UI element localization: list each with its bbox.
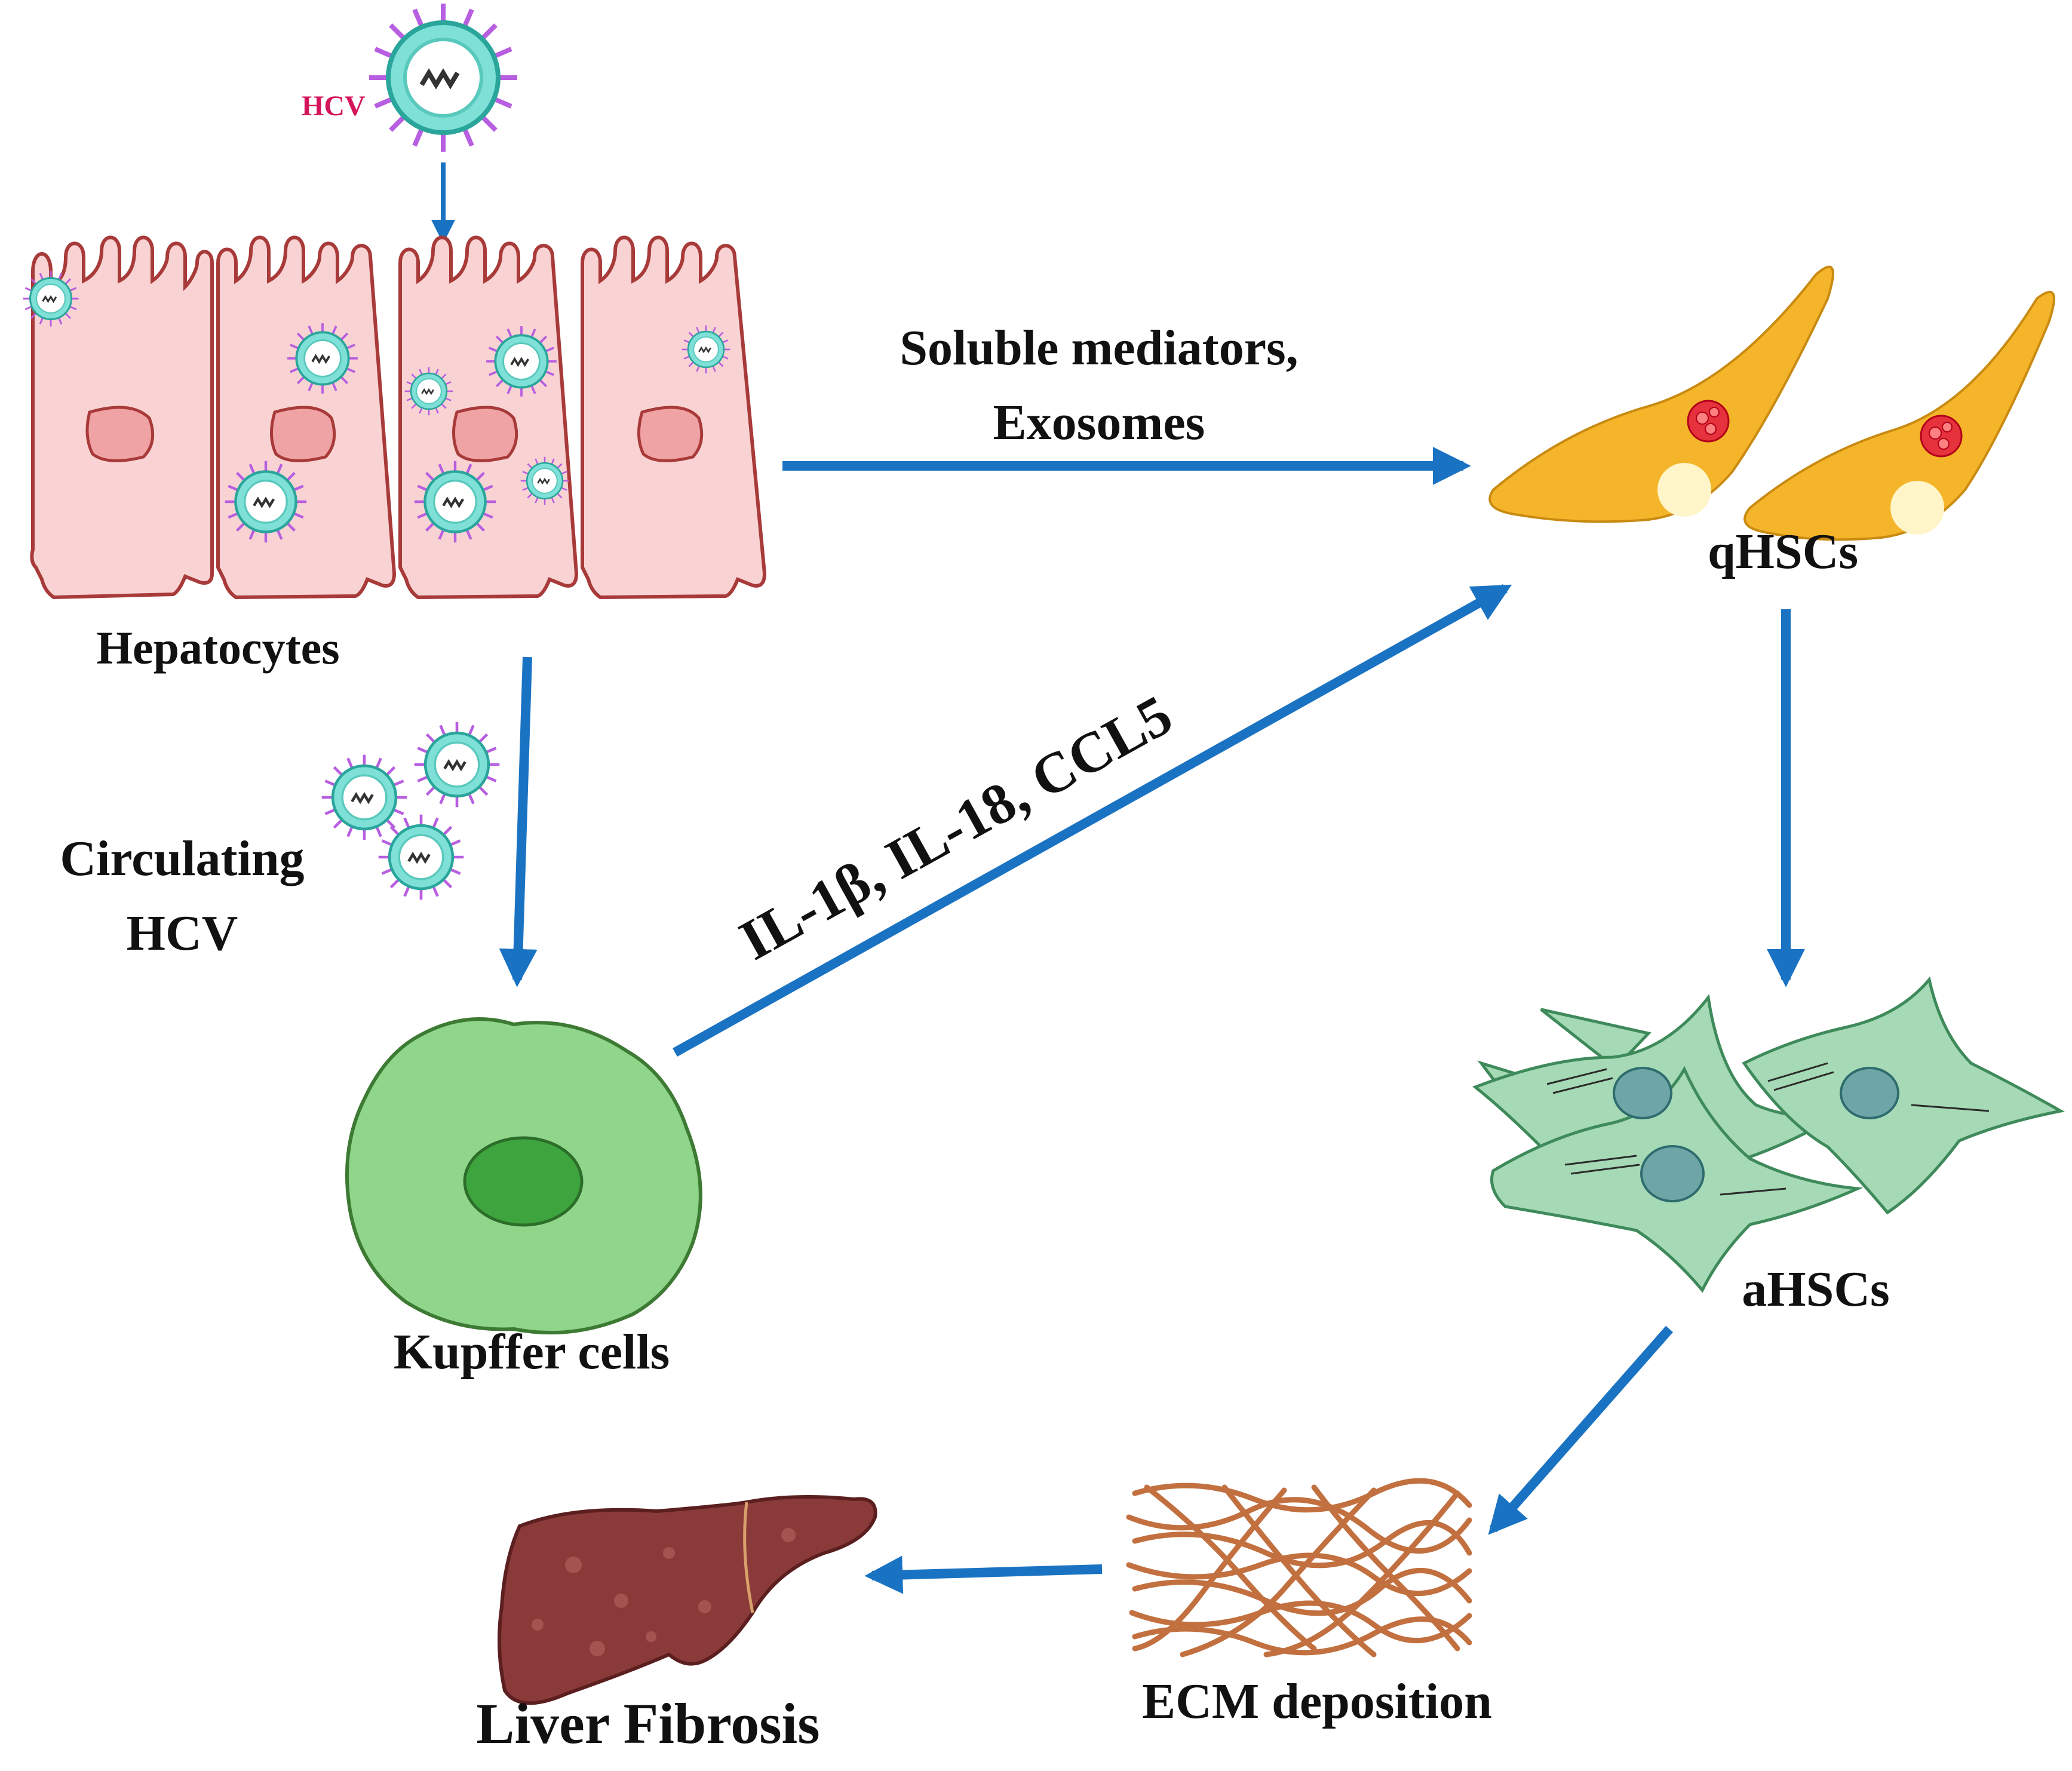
ecm-fibers-icon	[1126, 1478, 1472, 1658]
arrow-hepatocytes-to-kupffer	[499, 656, 538, 987]
kupffer-cells-label: Kupffer cells	[393, 1324, 670, 1380]
liver-fibrosis-label: Liver Fibrosis	[476, 1692, 820, 1755]
ahscs-label: aHSCs	[1742, 1262, 1890, 1317]
hcv-virion-label: HCV	[302, 90, 366, 122]
virion-icon	[379, 815, 464, 900]
hepatocyte-nucleus	[637, 406, 704, 462]
arrows	[431, 162, 1805, 1594]
hepatocyte-nucleus	[452, 406, 518, 462]
soluble-mediators-label: Soluble mediators, Exosomes	[900, 311, 1298, 460]
virion-icon	[415, 722, 500, 808]
circulating-hcv-line-1: Circulating	[60, 831, 305, 886]
soluble-mediators-line-2: Exosomes	[993, 395, 1205, 450]
ahsc-cell	[1742, 976, 2065, 1215]
virion-icon	[681, 324, 731, 375]
arrow-ecm-to-liver	[864, 1555, 1103, 1594]
qhscs-label: qHSCs	[1707, 524, 1859, 579]
circulating-hcv-line-2: HCV	[126, 906, 238, 961]
virion-icon	[22, 270, 79, 327]
hepatocytes-label: Hepatocytes	[96, 622, 340, 674]
hepatocytes-icon	[30, 235, 767, 600]
virion-icon	[225, 461, 306, 542]
ahscs-icon	[1472, 976, 2065, 1293]
hepatocyte-nucleus	[269, 406, 336, 462]
ecm-deposition-label: ECM deposition	[1142, 1674, 1492, 1729]
virion-icon	[415, 461, 496, 542]
virion-icon	[322, 755, 407, 840]
arrow-kupffer-to-qhscs	[673, 584, 1512, 1057]
qhsc-cell	[1488, 265, 1834, 523]
hepatocyte-nucleus	[85, 406, 155, 462]
circulating-hcv-icon	[322, 722, 500, 900]
virion-icon	[520, 456, 570, 506]
hcv-virion-icon	[369, 4, 517, 152]
virion-icon	[404, 366, 454, 416]
qhscs-icon	[1488, 265, 2055, 541]
circulating-hcv-label: Circulating HCV	[60, 821, 304, 971]
virion-icon	[485, 325, 558, 398]
qhsc-cell	[1743, 291, 2055, 541]
liver-icon	[498, 1495, 877, 1705]
soluble-mediators-line-1: Soluble mediators,	[900, 320, 1299, 376]
virion-icon	[286, 322, 359, 395]
arrow-ahscs-to-ecm	[1488, 1325, 1674, 1535]
kupffer-nucleus	[463, 1136, 584, 1227]
kupffer-cell-icon	[345, 1017, 702, 1335]
